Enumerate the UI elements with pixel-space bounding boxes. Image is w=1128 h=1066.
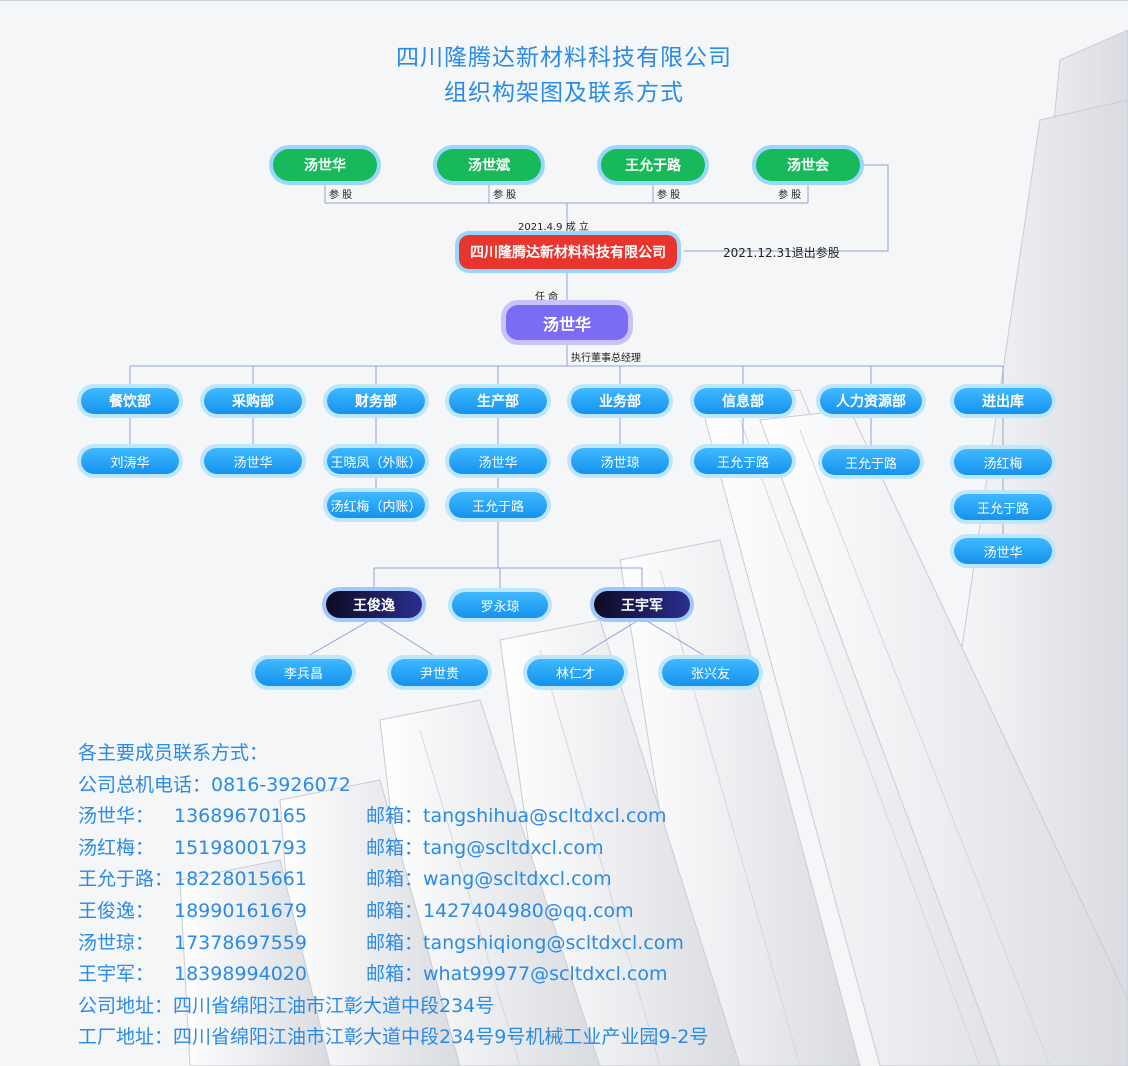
contact-section: 各主要成员联系方式： 公司总机电话：0816-3926072 汤世华： 13689… bbox=[78, 738, 708, 1054]
contact-email: 邮箱：1427404980@qq.com bbox=[366, 899, 634, 922]
executive-title: 执行董事总经理 bbox=[571, 353, 641, 364]
member-node: 王允于路 bbox=[954, 494, 1052, 520]
contact-row: 汤红梅： 15198001793 邮箱：tang@scltdxcl.com bbox=[78, 833, 708, 865]
team-member-node: 尹世贵 bbox=[391, 659, 488, 686]
team-leader-node: 王宇军 bbox=[594, 591, 690, 618]
team-member-node: 林仁才 bbox=[527, 659, 624, 686]
member-node: 汤世琼 bbox=[571, 448, 669, 474]
contact-name: 王允于路： bbox=[78, 868, 174, 891]
appoint-label: 任 命 bbox=[535, 292, 559, 303]
team-member-node: 李兵昌 bbox=[255, 659, 352, 686]
shareholder-node: 汤世斌 bbox=[437, 149, 541, 181]
team-leader-node: 罗永琼 bbox=[452, 592, 548, 618]
company-address: 公司地址：四川省绵阳江油市江彰大道中段234号 bbox=[78, 994, 495, 1017]
shareholding-label: 参 股 bbox=[493, 190, 517, 201]
shareholding-label: 参 股 bbox=[778, 190, 802, 201]
contact-row: 王俊逸： 18990161679 邮箱：1427404980@qq.com bbox=[78, 896, 708, 928]
contact-phone: 17378697559 bbox=[174, 931, 307, 954]
member-node: 王晓凤（外账） bbox=[327, 448, 425, 474]
member-node: 汤世华 bbox=[954, 538, 1052, 564]
contact-row: 汤世华： 13689670165 邮箱：tangshihua@scltdxcl.co… bbox=[78, 801, 708, 833]
department-node: 业务部 bbox=[571, 388, 669, 414]
contact-name: 王俊逸： bbox=[78, 899, 155, 922]
contact-name: 汤世琼： bbox=[78, 931, 155, 954]
member-node: 王允于路 bbox=[449, 492, 547, 518]
department-node: 进出库 bbox=[954, 388, 1052, 414]
contact-phone: 18228015661 bbox=[174, 868, 307, 891]
contact-email: 邮箱：tangshihua@scltdxcl.com bbox=[366, 805, 667, 828]
contact-email: 邮箱：wang@scltdxcl.com bbox=[366, 868, 612, 891]
contact-name: 王宇军： bbox=[78, 963, 155, 986]
contact-heading: 各主要成员联系方式： bbox=[78, 742, 269, 764]
member-node: 汤世华 bbox=[449, 448, 547, 474]
contact-phone: 13689670165 bbox=[174, 805, 307, 828]
member-node: 汤世华 bbox=[204, 448, 302, 474]
contact-row: 王允于路：18228015661 邮箱：wang@scltdxcl.com bbox=[78, 864, 708, 896]
member-node: 王允于路 bbox=[822, 449, 920, 475]
shareholding-label: 参 股 bbox=[329, 190, 353, 201]
department-node: 采购部 bbox=[204, 388, 302, 414]
team-member-node: 张兴友 bbox=[662, 659, 759, 686]
page-title: 四川隆腾达新材料科技有限公司 bbox=[396, 45, 732, 71]
executive-node: 汤世华 bbox=[506, 305, 628, 340]
member-node: 汤红梅 bbox=[954, 449, 1052, 475]
switchboard-phone: 公司总机电话：0816-3926072 bbox=[78, 773, 351, 796]
department-node: 生产部 bbox=[449, 388, 547, 414]
shareholder-node: 王允于路 bbox=[601, 149, 705, 181]
member-node: 刘涛华 bbox=[81, 448, 179, 474]
member-node: 王允于路 bbox=[694, 448, 792, 474]
contact-row: 王宇军： 18398994020 邮箱：what99977@scltdxcl.com bbox=[78, 959, 708, 991]
company-node: 四川隆腾达新材料科技有限公司 bbox=[459, 235, 677, 269]
factory-address: 工厂地址：四川省绵阳江油市江彰大道中段234号9号机械工业产业园9-2号 bbox=[78, 1026, 709, 1049]
contact-row: 汤世琼： 17378697559 邮箱：tangshiqiong@scltdxcl.… bbox=[78, 928, 708, 960]
contact-phone: 15198001793 bbox=[174, 836, 307, 859]
shareholding-label: 参 股 bbox=[657, 190, 681, 201]
department-node: 信息部 bbox=[694, 388, 792, 414]
member-node: 汤红梅（内账） bbox=[327, 492, 425, 518]
contact-name: 汤世华： bbox=[78, 805, 155, 828]
founded-label: 2021.4.9 成 立 bbox=[518, 222, 589, 233]
contact-name: 汤红梅： bbox=[78, 836, 155, 859]
team-leader-node: 王俊逸 bbox=[326, 591, 422, 618]
contact-email: 邮箱：tang@scltdxcl.com bbox=[366, 836, 604, 859]
contact-email: 邮箱：what99977@scltdxcl.com bbox=[366, 963, 668, 986]
page-subtitle: 组织构架图及联系方式 bbox=[444, 80, 684, 106]
department-node: 餐饮部 bbox=[81, 388, 179, 414]
exit-note: 2021.12.31退出参股 bbox=[723, 246, 840, 260]
shareholder-node: 汤世会 bbox=[756, 149, 860, 181]
contact-phone: 18990161679 bbox=[174, 899, 307, 922]
department-node: 人力资源部 bbox=[820, 388, 922, 414]
department-node: 财务部 bbox=[327, 388, 425, 414]
contact-phone: 18398994020 bbox=[174, 963, 307, 986]
shareholder-node: 汤世华 bbox=[273, 149, 377, 181]
contact-email: 邮箱：tangshiqiong@scltdxcl.com bbox=[366, 931, 684, 954]
